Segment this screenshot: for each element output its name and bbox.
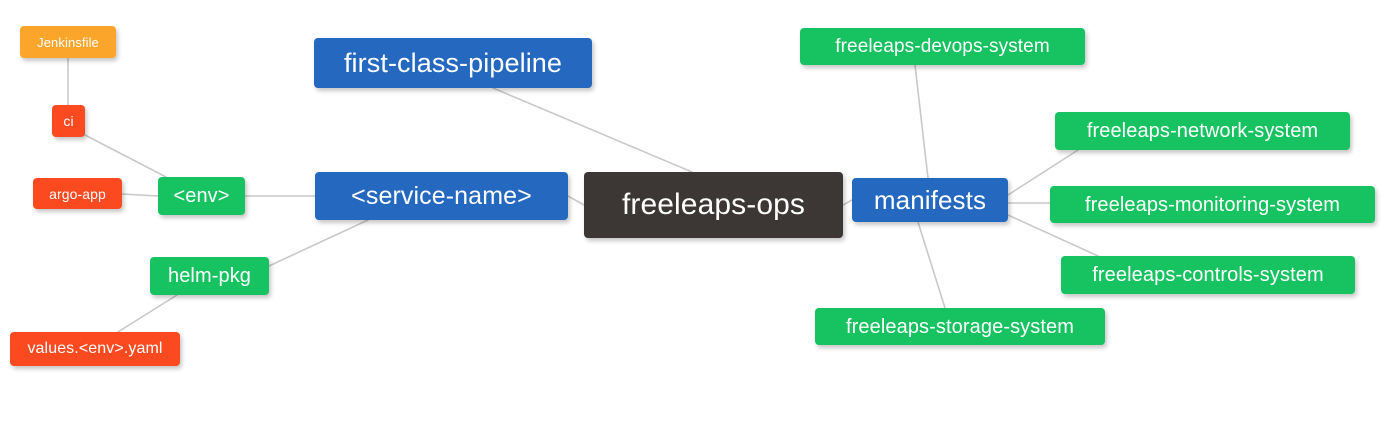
node-label-ci: ci bbox=[63, 113, 74, 129]
mindmap-node-devops-system[interactable]: freeleaps-devops-system bbox=[800, 28, 1085, 65]
edge-manifests-to-storage-system bbox=[917, 221, 946, 309]
node-label-network-system: freeleaps-network-system bbox=[1086, 120, 1319, 142]
edge-env-to-ci bbox=[84, 134, 167, 178]
node-label-freeleaps-ops: freeleaps-ops bbox=[621, 188, 806, 221]
mindmap-node-first-class-pipeline[interactable]: first-class-pipeline bbox=[314, 38, 592, 88]
edge-freeleaps-ops-to-first-class-pipeline bbox=[492, 87, 693, 173]
node-label-argo-app: argo-app bbox=[49, 185, 106, 202]
edge-helm-pkg-to-values-yaml bbox=[117, 294, 178, 333]
edge-freeleaps-ops-to-manifests bbox=[842, 199, 853, 206]
mindmap-node-monitoring-system[interactable]: freeleaps-monitoring-system bbox=[1050, 186, 1375, 223]
node-label-controls-system: freeleaps-controls-system bbox=[1092, 264, 1324, 286]
mindmap-node-values-yaml[interactable]: values.<env>.yaml bbox=[10, 332, 180, 366]
mindmap-node-jenkinsfile[interactable]: Jenkinsfile bbox=[20, 26, 116, 58]
node-label-devops-system: freeleaps-devops-system bbox=[835, 36, 1050, 57]
node-label-helm-pkg: helm-pkg bbox=[167, 265, 252, 287]
node-label-service-name: <service-name> bbox=[351, 181, 532, 210]
mindmap-node-storage-system[interactable]: freeleaps-storage-system bbox=[815, 308, 1105, 345]
mindmap-node-service-name[interactable]: <service-name> bbox=[315, 172, 568, 220]
mindmap-node-controls-system[interactable]: freeleaps-controls-system bbox=[1061, 256, 1355, 294]
node-label-jenkinsfile: Jenkinsfile bbox=[37, 34, 99, 50]
edge-manifests-to-devops-system bbox=[914, 64, 929, 179]
edge-freeleaps-ops-to-service-name bbox=[567, 195, 585, 206]
mindmap-node-env[interactable]: <env> bbox=[158, 177, 245, 215]
mindmap-node-freeleaps-ops[interactable]: freeleaps-ops bbox=[584, 172, 843, 238]
edge-service-name-to-helm-pkg bbox=[268, 219, 369, 267]
mindmap-node-ci[interactable]: ci bbox=[52, 105, 85, 137]
node-label-values-yaml: values.<env>.yaml bbox=[27, 340, 163, 357]
node-label-env: <env> bbox=[173, 185, 230, 207]
mindmap-node-manifests[interactable]: manifests bbox=[852, 178, 1008, 222]
node-label-monitoring-system: freeleaps-monitoring-system bbox=[1084, 193, 1340, 216]
edge-env-to-argo-app bbox=[121, 193, 159, 197]
mindmap-node-helm-pkg[interactable]: helm-pkg bbox=[150, 257, 269, 295]
node-label-first-class-pipeline: first-class-pipeline bbox=[343, 47, 563, 78]
mindmap-node-network-system[interactable]: freeleaps-network-system bbox=[1055, 112, 1350, 150]
node-label-storage-system: freeleaps-storage-system bbox=[845, 315, 1075, 338]
mindmap-node-argo-app[interactable]: argo-app bbox=[33, 178, 122, 209]
node-label-manifests: manifests bbox=[873, 185, 987, 215]
